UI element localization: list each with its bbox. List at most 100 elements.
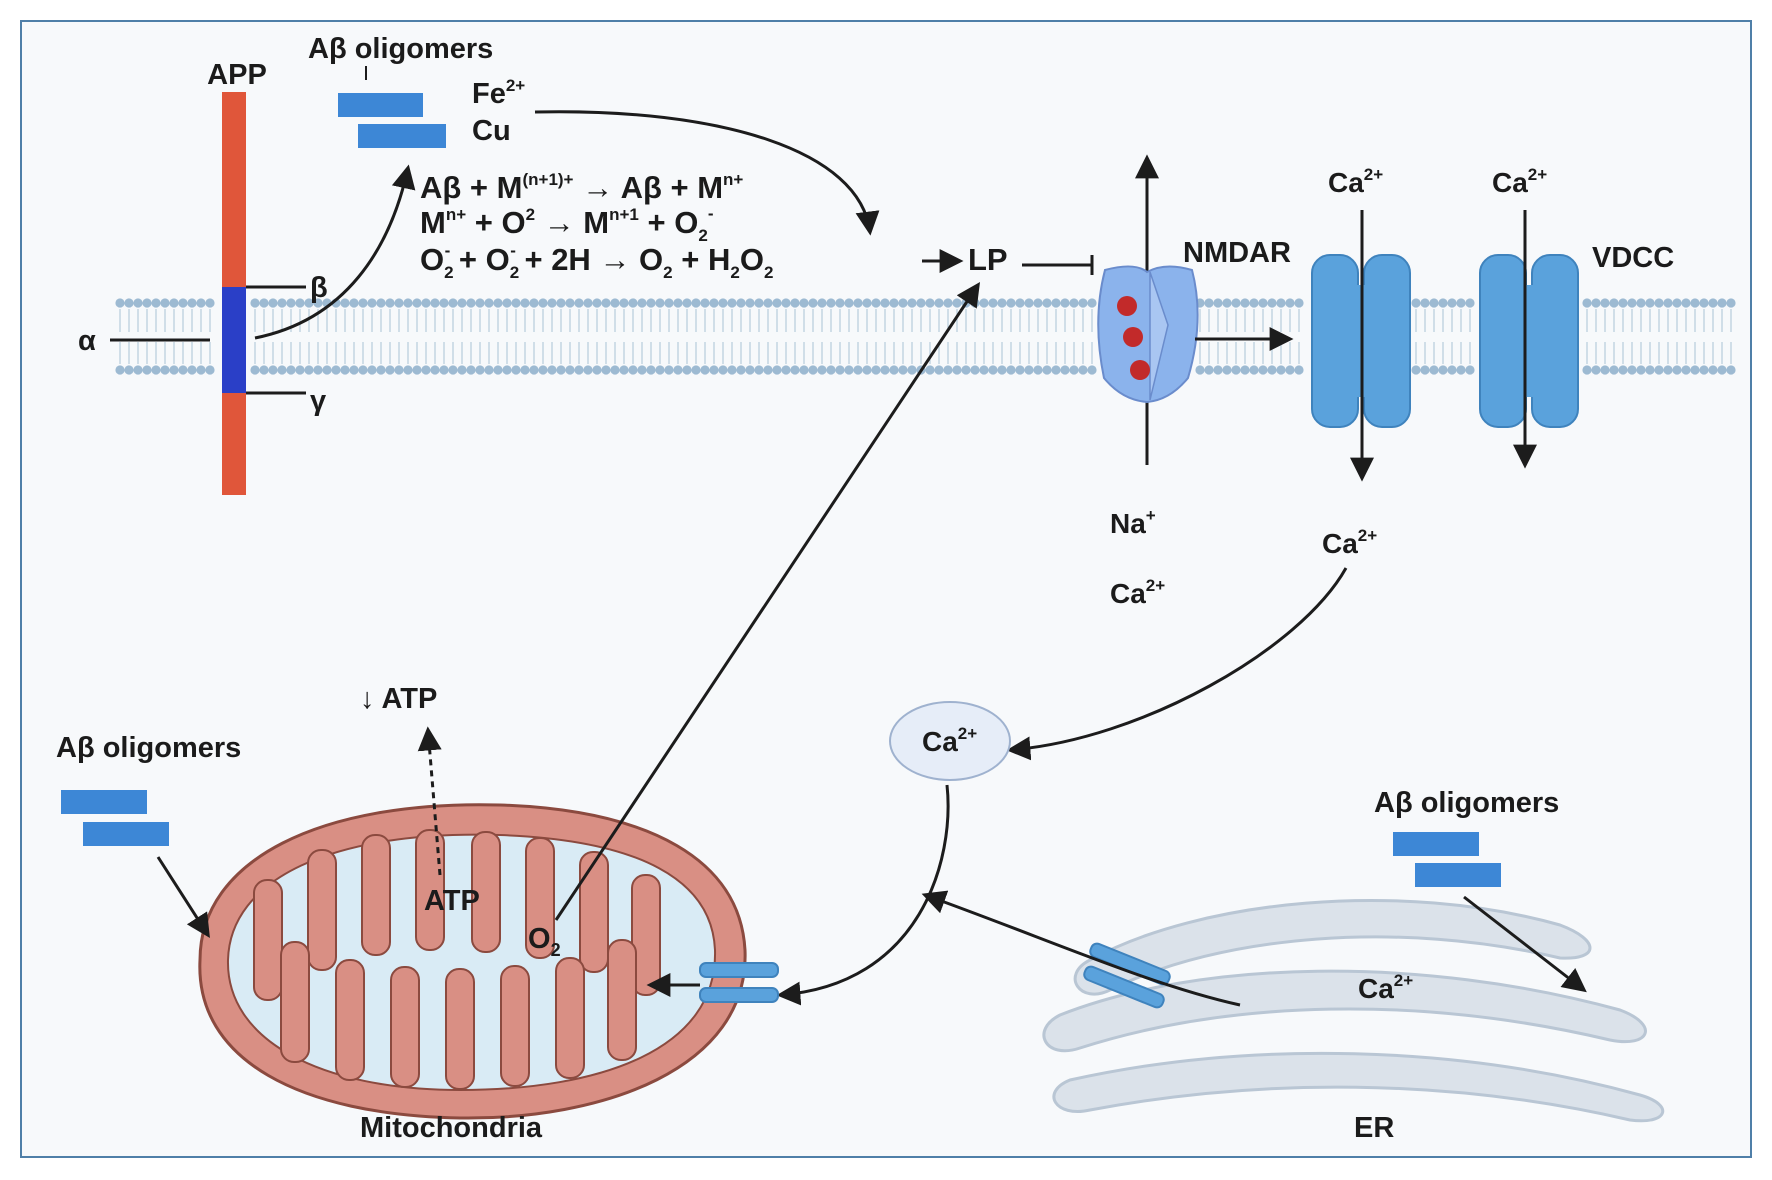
lipid-head bbox=[259, 365, 269, 375]
lipid-head bbox=[610, 298, 620, 308]
lipid-head bbox=[673, 298, 683, 308]
crista bbox=[579, 851, 609, 973]
lipid-head bbox=[277, 365, 287, 375]
lipid-head bbox=[1717, 365, 1727, 375]
lipid-head bbox=[1465, 365, 1475, 375]
lipid-head bbox=[826, 298, 836, 308]
lipid-head bbox=[1204, 365, 1214, 375]
lipid-head bbox=[1249, 298, 1259, 308]
nmdar-label: NMDAR bbox=[1183, 237, 1291, 269]
lipid-head bbox=[943, 298, 953, 308]
lipid-head bbox=[340, 298, 350, 308]
lipid-head bbox=[448, 298, 458, 308]
lipid-head bbox=[385, 298, 395, 308]
lipid-head bbox=[1672, 298, 1682, 308]
lipid-head bbox=[745, 365, 755, 375]
lipid-head bbox=[277, 298, 287, 308]
lipid-head bbox=[439, 365, 449, 375]
lipid-head bbox=[295, 365, 305, 375]
lipid-head bbox=[304, 365, 314, 375]
lipid-head bbox=[367, 365, 377, 375]
lipid-head bbox=[763, 298, 773, 308]
lipid-head bbox=[250, 298, 260, 308]
lipid-head bbox=[592, 298, 602, 308]
abeta-oligomers-top-label: Aβ oligomers bbox=[308, 33, 493, 65]
lipid-head bbox=[1627, 365, 1637, 375]
lipid-head bbox=[259, 298, 269, 308]
lipid-head bbox=[1672, 365, 1682, 375]
lipid-head bbox=[790, 298, 800, 308]
app-to-oligomer-arrow bbox=[254, 164, 416, 340]
lipid-head bbox=[1258, 298, 1268, 308]
lipid-head bbox=[799, 365, 809, 375]
lipid-head bbox=[907, 298, 917, 308]
lipid-head bbox=[1249, 365, 1259, 375]
lipid-head bbox=[826, 365, 836, 375]
er-channel bbox=[1083, 942, 1171, 1009]
crista bbox=[335, 959, 365, 1081]
lipid-head bbox=[304, 298, 314, 308]
lipid-head bbox=[286, 365, 296, 375]
lipid-head bbox=[646, 365, 656, 375]
lipid-head bbox=[331, 365, 341, 375]
lipid-head bbox=[979, 298, 989, 308]
lipid-head bbox=[1690, 298, 1700, 308]
lipid-head bbox=[1699, 365, 1709, 375]
lipid-head bbox=[1231, 365, 1241, 375]
lipid-head bbox=[448, 365, 458, 375]
lipid-head bbox=[1654, 365, 1664, 375]
lipid-head bbox=[1285, 298, 1295, 308]
lipid-head bbox=[952, 298, 962, 308]
lipid-head bbox=[475, 365, 485, 375]
lipid-head bbox=[1438, 298, 1448, 308]
oligomer-block bbox=[83, 822, 169, 846]
lipid-head bbox=[1708, 365, 1718, 375]
na-label: Na+ bbox=[1110, 506, 1156, 539]
lipid-head bbox=[1285, 365, 1295, 375]
lipid-head bbox=[727, 365, 737, 375]
lipid-head bbox=[358, 298, 368, 308]
crista bbox=[253, 879, 283, 1001]
lipid-head bbox=[520, 298, 530, 308]
lipid-head bbox=[565, 298, 575, 308]
lipid-head bbox=[403, 298, 413, 308]
lipid-head bbox=[1195, 365, 1205, 375]
lipid-head bbox=[421, 298, 431, 308]
lipid-head bbox=[178, 365, 188, 375]
lipid-head bbox=[898, 365, 908, 375]
lipid-head bbox=[754, 298, 764, 308]
lipid-head bbox=[853, 365, 863, 375]
lipid-head bbox=[925, 365, 935, 375]
lipid-head bbox=[124, 365, 134, 375]
oligomer-block bbox=[358, 124, 446, 148]
oligomer-block bbox=[338, 93, 423, 117]
crista bbox=[631, 874, 661, 996]
lipid-head bbox=[970, 365, 980, 375]
lipid-head bbox=[142, 298, 152, 308]
er-ca-release-arrow bbox=[921, 890, 1241, 1007]
lipid-head bbox=[916, 298, 926, 308]
abeta-oligomers-right-label: Aβ oligomers bbox=[1374, 787, 1559, 819]
lipid-head bbox=[1240, 298, 1250, 308]
lipid-head bbox=[169, 365, 179, 375]
lipid-head bbox=[394, 365, 404, 375]
lipid-head bbox=[502, 298, 512, 308]
lipid-head bbox=[1726, 298, 1736, 308]
binding-site bbox=[1130, 360, 1150, 380]
lipid-head bbox=[637, 365, 647, 375]
lipid-head bbox=[961, 365, 971, 375]
lipid-head bbox=[1636, 298, 1646, 308]
lipid-head bbox=[313, 365, 323, 375]
lipid-head bbox=[862, 298, 872, 308]
lipid-head bbox=[547, 298, 557, 308]
lipid-head bbox=[196, 298, 206, 308]
lipid-head bbox=[988, 365, 998, 375]
lipid-head bbox=[529, 365, 539, 375]
lipid-head bbox=[1465, 298, 1475, 308]
lipid-head bbox=[286, 298, 296, 308]
lipid-head bbox=[1438, 365, 1448, 375]
lipid-head bbox=[349, 298, 359, 308]
lipid-head bbox=[1240, 365, 1250, 375]
lipid-head bbox=[250, 365, 260, 375]
lipid-head bbox=[1276, 298, 1286, 308]
